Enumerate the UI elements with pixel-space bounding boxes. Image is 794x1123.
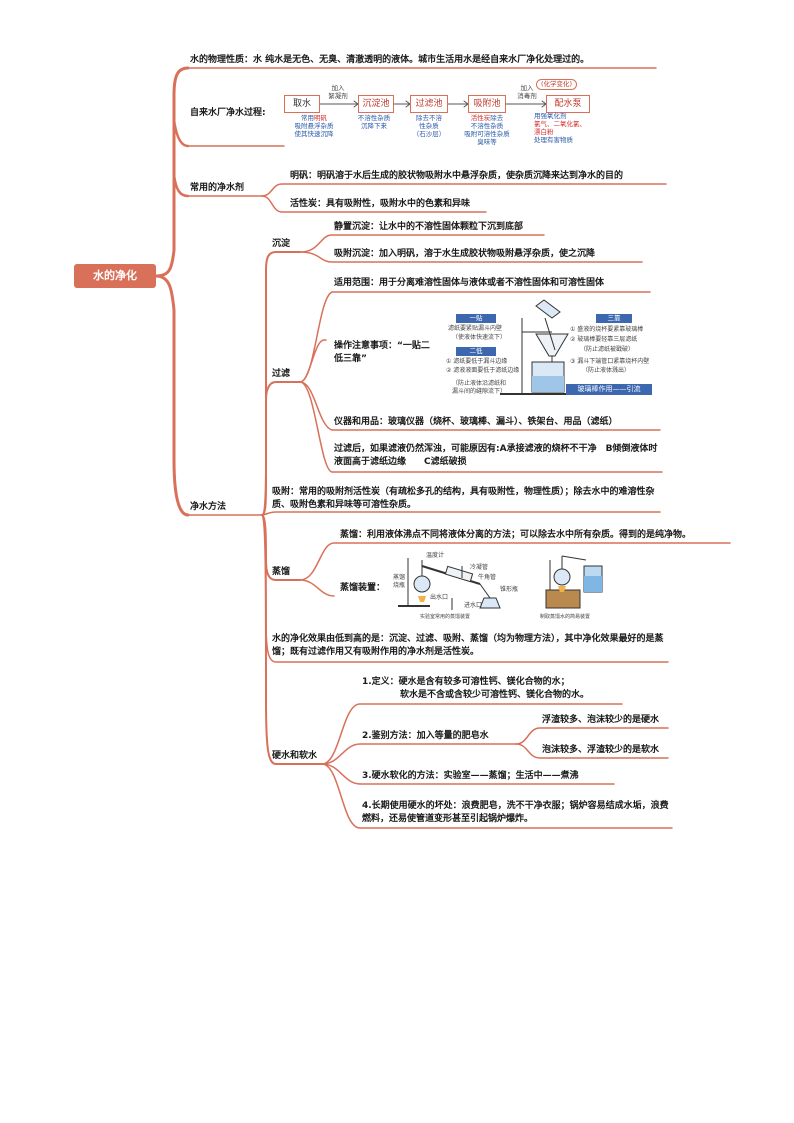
soft-water-definition: 软水是不含或含较少可溶性钙、镁化合物的水。 bbox=[400, 690, 590, 700]
distillation-label: 蒸馏 bbox=[272, 567, 291, 577]
distillation-simple-illustration bbox=[545, 555, 603, 609]
label-water-inlet: 进水口 bbox=[464, 602, 483, 609]
distillation-lab-illustration bbox=[398, 558, 501, 610]
rule-one-stick: 一贴 bbox=[456, 314, 496, 323]
adsorption-method: 吸附：常用的吸附剂活性炭（有疏松多孔的结构，具有吸附性，物理性质）；除去水中的难… bbox=[272, 487, 655, 510]
note-filter: 除去不溶性杂质（石沙层） bbox=[412, 114, 446, 138]
distillation-definition: 蒸馏：利用液体沸点不同将液体分离的方法；可以除去水中所有杂质。得到的是纯净物。 bbox=[340, 530, 692, 540]
filtration-label: 过滤 bbox=[272, 369, 291, 379]
plant-process-label: 自来水厂净水过程: bbox=[190, 108, 266, 118]
distillation-device-label: 蒸馏装置： bbox=[340, 583, 386, 593]
step-distribution-pump: 配水泵 bbox=[546, 95, 590, 113]
caption-lab-distillation: 实验室常用的蒸馏装置 bbox=[420, 614, 471, 620]
soft-water-result: 泡沫较多、浮渣较少的是软水 bbox=[542, 745, 660, 755]
hard-water-result: 浮渣较多、泡沫较少的是硬水 bbox=[542, 715, 660, 725]
chemical-change-tag: (化学变化) bbox=[536, 79, 578, 90]
filtration-apparatus-illustration bbox=[500, 299, 569, 395]
label-conical-flask: 锥形瓶 bbox=[500, 586, 519, 593]
filtration-apparatus: 仪器和用品：玻璃仪器（烧杯、玻璃棒、漏斗）、铁架台、用品（滤纸） bbox=[334, 417, 618, 427]
step-filter-tank: 过滤池 bbox=[410, 95, 448, 113]
purification-order: 水的净化效果由低到高的是：沉淀、过滤、吸附、蒸馏（均为物理方法），其中净化效果最… bbox=[272, 634, 664, 657]
hard-water-harm: 4.长期使用硬水的坏处：浪费肥皂，洗不干净衣服；锅炉容易结成水垢，浪费燃料，还易… bbox=[362, 801, 669, 824]
note-sedimentation: 不溶性杂质沉降下来 bbox=[357, 114, 391, 130]
physical-properties: 水的物理性质：水 纯水是无色、无臭、清澈透明的液体。城市生活用水是经自来水厂净化… bbox=[190, 55, 590, 65]
root-node: 水的净化 bbox=[74, 264, 156, 288]
agent-alum: 明矾：明矾溶于水后生成的胶状物吸附水中悬浮杂质，使杂质沉降来达到净水的目的 bbox=[290, 171, 624, 181]
label-distilling-flask: 蒸馏烧瓶 bbox=[393, 574, 406, 589]
softening-method: 3.硬水软化的方法：实验室——蒸馏；生活中——煮沸 bbox=[362, 771, 579, 781]
rule-one-text: 滤纸要紧贴漏斗内壁 bbox=[448, 325, 503, 332]
add-flocculant: 加入 絮凝剂 bbox=[328, 84, 348, 100]
note-adsorption: 活性炭除去 不溶性杂质 吸附可溶性杂质 臭味等 bbox=[464, 114, 510, 146]
rule-two-1: ① 滤纸要低于漏斗边缘 bbox=[446, 358, 508, 365]
label-water-outlet: 出水口 bbox=[430, 594, 449, 601]
filtration-scope: 适用范围：用于分离难溶性固体与液体或者不溶性固体和可溶性固体 bbox=[334, 278, 605, 288]
agents-label: 常用的净水剂 bbox=[190, 183, 245, 193]
filtration-rules: 操作注意事项：“一贴二低三靠” bbox=[334, 341, 430, 364]
rule-three-2: ② 玻璃棒要轻靠三层滤纸 bbox=[570, 336, 638, 343]
label-adapter: 牛角管 bbox=[478, 574, 497, 581]
hard-water-definition: 1.定义：硬水是含有较多可溶性钙、镁化合物的水； bbox=[362, 677, 570, 687]
step-intake: 取水 bbox=[284, 95, 320, 113]
rule-three-note1: （防止滤纸被戳破） bbox=[580, 346, 635, 353]
step-adsorption-tank: 吸附池 bbox=[468, 95, 506, 113]
rule-two-low: 二低 bbox=[456, 347, 496, 356]
note-disinfection: 用强氧化剂 氯气、二氧化氯、 漂白粉 处理有害物质 bbox=[534, 112, 586, 144]
rule-three-lean: 三靠 bbox=[596, 314, 632, 323]
methods-label: 净水方法 bbox=[190, 502, 227, 512]
note-intake: 常用明矾 吸附悬浮杂质 使其快速沉降 bbox=[294, 114, 334, 138]
static-sedimentation: 静置沉淀：让水中的不溶性固体颗粒下沉到底部 bbox=[334, 222, 524, 232]
add-disinfectant: 加入 消毒剂 bbox=[517, 84, 537, 100]
rule-three-3: ③ 漏斗下端管口紧靠烧杯内壁 bbox=[570, 358, 650, 365]
rule-three-note2: （防止液体溅出） bbox=[582, 367, 631, 374]
step-sedimentation-tank: 沉淀池 bbox=[358, 95, 394, 113]
rule-two-2: ② 滤液液面要低于滤纸边缘 bbox=[446, 367, 520, 374]
identify-method: 2.鉴别方法：加入等量的肥皂水 bbox=[362, 731, 489, 741]
glass-rod-role: 玻璃棒作用——引流 bbox=[566, 384, 652, 395]
label-condenser: 冷凝管 bbox=[470, 564, 489, 571]
rule-three-1: ① 盛液的烧杯要紧靠玻璃棒 bbox=[570, 326, 644, 333]
adsorption-sedimentation: 吸附沉淀：加入明矾，溶于水生成胶状物吸附悬浮杂质，使之沉降 bbox=[334, 249, 596, 259]
filtration-turbid-causes: 过滤后，如果滤液仍然浑浊，可能原因有:A承接滤液的烧杯不干净 B倾倒液体时液面高… bbox=[334, 444, 658, 467]
sedimentation-label: 沉淀 bbox=[272, 239, 291, 249]
hard-soft-water-label: 硬水和软水 bbox=[272, 751, 318, 761]
rule-two-note1: （防止液体沿滤纸和 bbox=[452, 380, 507, 387]
rule-two-note2: 漏斗间的缝隙流下） bbox=[452, 388, 507, 395]
caption-simple-distillation: 制取蒸馏水的简易装置 bbox=[540, 614, 591, 620]
label-thermometer: 温度计 bbox=[426, 552, 445, 559]
rule-one-note: （使液体快速流下） bbox=[452, 334, 507, 341]
agent-activated-carbon: 活性炭：具有吸附性，吸附水中的色素和异味 bbox=[290, 199, 471, 209]
